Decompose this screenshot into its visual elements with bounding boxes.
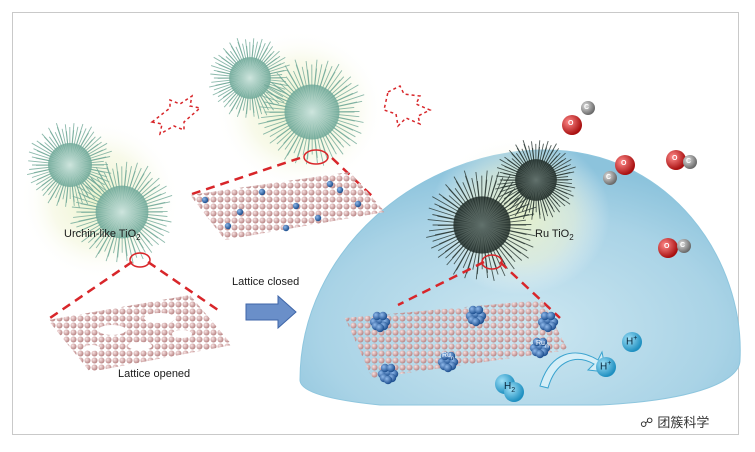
h2-atom-2 — [504, 382, 524, 402]
urchin-left-back — [27, 123, 112, 209]
co-o-label-1: O — [568, 120, 574, 127]
co-o-label-2: O — [621, 160, 627, 167]
ru-single-atom-5 — [314, 214, 322, 222]
ru-single-atom-1 — [201, 196, 209, 204]
lattice-opened-label: Lattice opened — [118, 368, 191, 380]
lattice-closed-label: Lattice closed — [232, 276, 300, 288]
ru-single-atom-2 — [236, 208, 244, 216]
ru-cluster-6 — [529, 337, 551, 359]
co-molecules — [562, 101, 697, 258]
co-o-label-3: O — [672, 155, 678, 162]
urchin-left-front — [70, 161, 173, 264]
lattice-dome-sheet — [345, 300, 568, 378]
ru-single-atom-9 — [282, 224, 290, 232]
ru-single-atom-4 — [292, 202, 300, 210]
ru-urchin-back — [495, 140, 576, 221]
lattice-opened-sheet — [48, 295, 232, 372]
h2-label: H2 — [504, 381, 516, 394]
h-plus-1 — [622, 332, 642, 352]
urchin-particles — [27, 38, 576, 281]
ru-clusters — [201, 180, 559, 385]
h-plus-2 — [596, 357, 616, 377]
ru-site-m-label: Rum — [536, 340, 550, 350]
urchin-top-back — [209, 38, 290, 119]
ru-single-atom-8 — [224, 222, 232, 230]
lattice-closed-arrow — [245, 294, 297, 330]
co-c-label-2: C — [606, 174, 612, 181]
ru-cluster-5 — [377, 363, 399, 385]
watermark: ☍ 团簇科学 — [640, 416, 710, 431]
ru-site-n-label: Run — [442, 352, 454, 362]
lattice-top-sheet — [190, 172, 385, 240]
ru-single-atom-7 — [354, 200, 362, 208]
dashed-arrow-left — [150, 94, 202, 136]
ru-single-atom-10 — [326, 180, 334, 188]
co-o-label-4: O — [664, 243, 670, 250]
ru-cluster-3 — [537, 311, 559, 333]
h-plus-label-1: H+ — [626, 335, 638, 348]
ru-cluster-4 — [437, 351, 459, 373]
urchin-like-tio2-label: Urchin-like TiO2 — [64, 228, 141, 243]
urchin-top-front — [258, 59, 365, 166]
ru-single-atom-3 — [258, 188, 266, 196]
ru-cluster-2 — [465, 305, 487, 327]
dashed-arrow-right — [383, 84, 432, 128]
ru-single-atom-6 — [336, 186, 344, 194]
lattice-holes — [84, 313, 192, 351]
ru-tio2-label: Ru TiO2 — [535, 228, 574, 243]
co-c-label-4: C — [680, 242, 686, 249]
co-c-label-3: C — [686, 158, 692, 165]
ru-urchin-front — [426, 170, 537, 281]
zoom-circles — [129, 149, 503, 270]
h-plus-label-2: H+ — [600, 360, 612, 373]
co-c-label-1: C — [584, 104, 590, 111]
ru-cluster-1 — [369, 311, 391, 333]
wechat-icon: ☍ — [640, 416, 654, 431]
